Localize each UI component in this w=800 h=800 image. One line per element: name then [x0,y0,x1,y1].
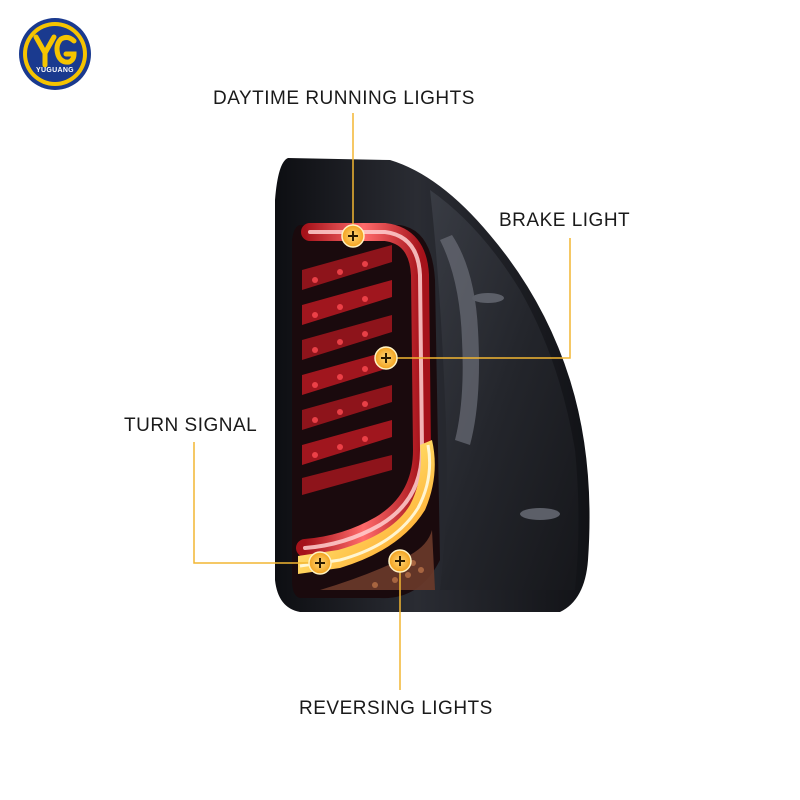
callout-line-brake [386,238,571,359]
label-daytime-running-lights: DAYTIME RUNNING LIGHTS [213,88,475,109]
plus-circle-icon [308,551,332,575]
turn-signal-glow [299,444,432,568]
callout-line-turn [193,442,320,564]
drl-light-tube-core [303,230,425,550]
plus-circle-icon [341,224,365,248]
label-reversing-lights: REVERSING LIGHTS [299,698,493,719]
label-brake-light: BRAKE LIGHT [499,210,631,231]
chrome-strip [440,235,479,445]
yuguang-logo [19,18,91,90]
plus-circle-icon [374,346,398,370]
reflector-bump-top [472,293,504,303]
callout-lines [193,113,571,690]
reflector-bump-bottom [520,508,560,520]
plus-circle-icon [388,549,412,573]
led-glints [312,261,368,458]
logo-wordmark: YUGUANG [36,67,74,74]
label-turn-signal: TURN SIGNAL [124,415,258,436]
brake-led-rows [302,245,392,495]
